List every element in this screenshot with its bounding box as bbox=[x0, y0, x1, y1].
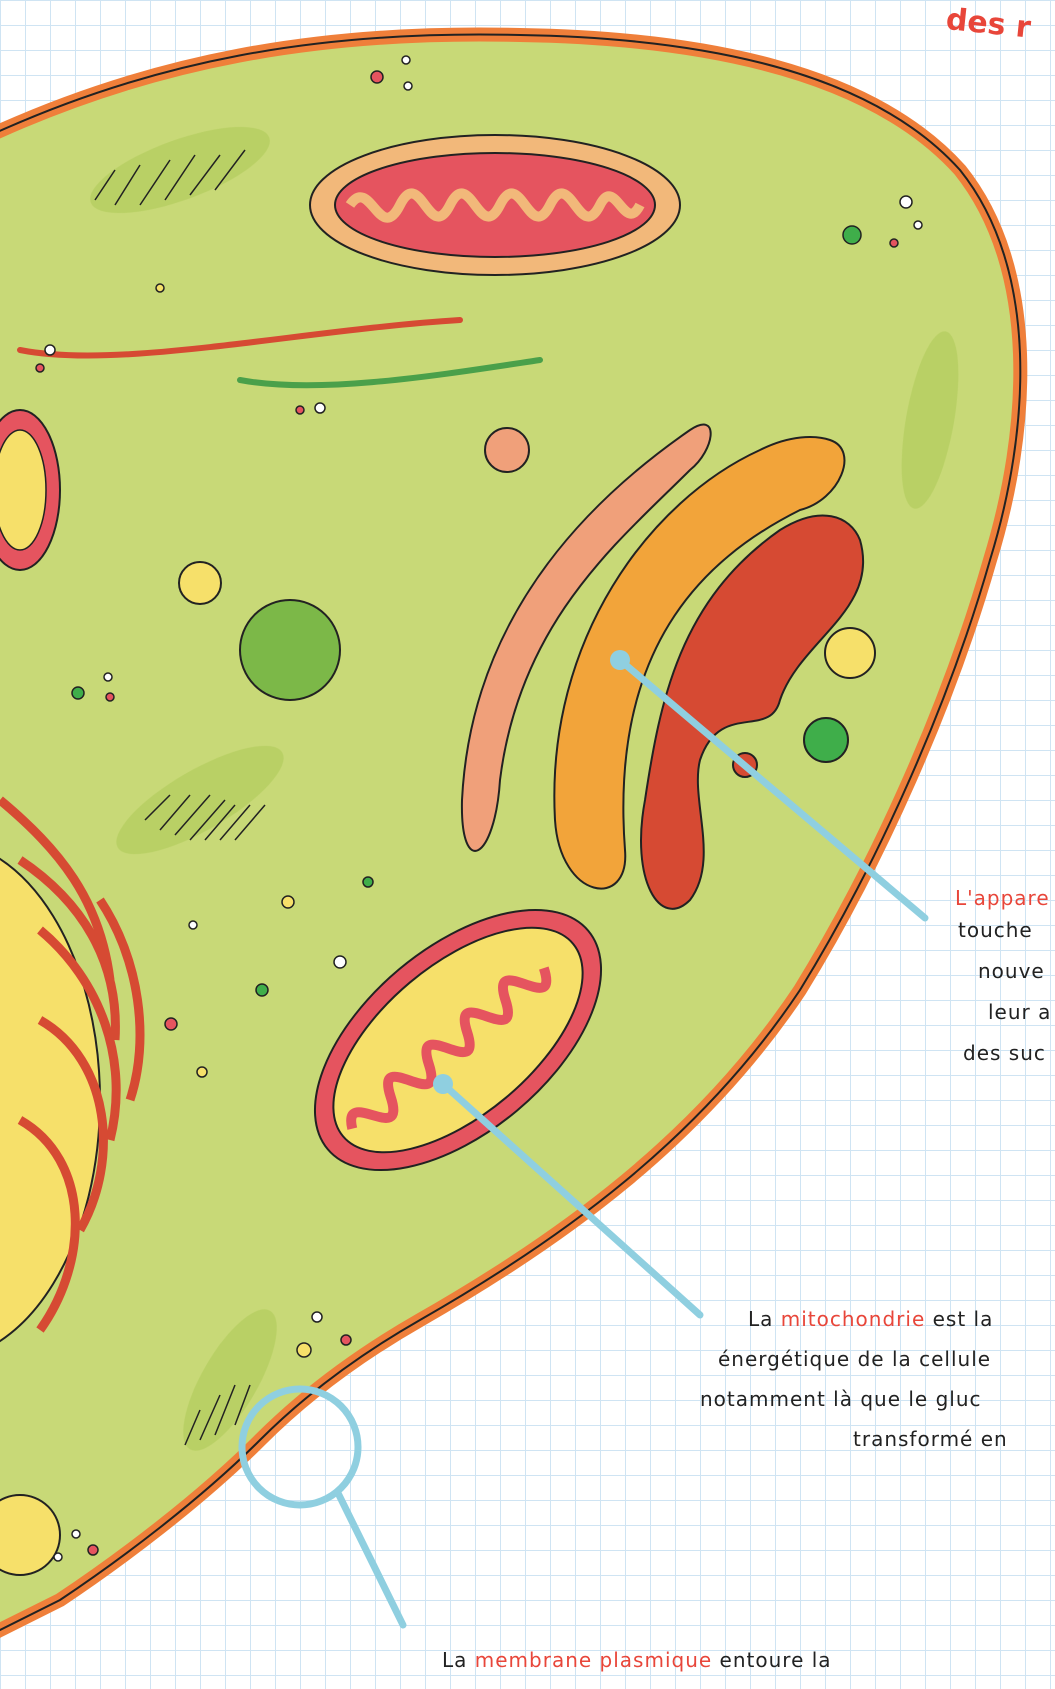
mitochondria-prefix: La bbox=[748, 1307, 781, 1331]
membrane-suffix: entoure la bbox=[712, 1648, 831, 1672]
golgi-line-2: nouve bbox=[978, 955, 1045, 987]
mitochondria-line-3: transformé en bbox=[853, 1423, 1008, 1455]
green-vesicle-right bbox=[804, 718, 848, 762]
mitochondria-line-1: énergétique de la cellule bbox=[718, 1343, 991, 1375]
golgi-line-4: des suc bbox=[963, 1037, 1046, 1069]
membrane-name: membrane plasmique bbox=[475, 1648, 712, 1672]
mitochondria-name: mitochondrie bbox=[781, 1307, 925, 1331]
green-vacuole bbox=[240, 600, 340, 700]
membrane-label: La membrane plasmique entoure la bbox=[442, 1644, 832, 1676]
golgi-label: L'appare bbox=[955, 882, 1050, 914]
golgi-name: L'appare bbox=[955, 886, 1050, 910]
golgi-line-3: leur a bbox=[988, 996, 1051, 1028]
mitochondria-suffix: est la bbox=[925, 1307, 993, 1331]
membrane-prefix: La bbox=[442, 1648, 475, 1672]
mitochondrion-top bbox=[310, 135, 680, 275]
salmon-vesicle bbox=[485, 428, 529, 472]
mitochondria-label: La mitochondrie est la bbox=[748, 1303, 993, 1335]
yellow-vesicle-right bbox=[825, 628, 875, 678]
mitochondria-line-2: notamment là que le gluc bbox=[700, 1383, 982, 1415]
golgi-line-1: touche bbox=[958, 914, 1033, 946]
yellow-vesicle bbox=[179, 562, 221, 604]
